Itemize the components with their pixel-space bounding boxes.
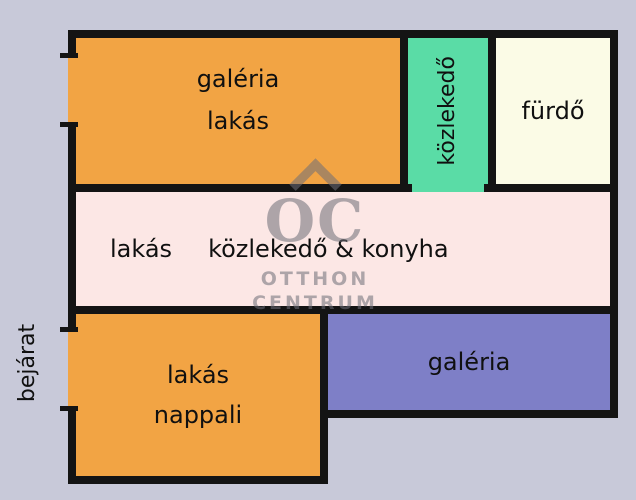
door-opening: [68, 58, 76, 122]
room-label: galéria: [196, 64, 280, 93]
room-label: közlekedő: [435, 56, 461, 166]
room-furdo: fürdő: [488, 30, 618, 192]
room-label-group: lakás nappali: [154, 359, 242, 432]
entrance-door-opening: [68, 332, 76, 406]
room-galeria-lakas: galéria lakás: [68, 30, 408, 192]
room-label: lakás: [166, 360, 230, 389]
entrance-label: bejárat: [15, 323, 40, 403]
wall-tick: [60, 53, 78, 58]
door-opening: [412, 184, 484, 192]
room-label: lakás: [110, 234, 173, 263]
room-label: fürdő: [521, 96, 585, 125]
room-kozlekedo: közlekedő: [400, 30, 496, 192]
room-label-group: lakás közlekedő & konyha: [76, 233, 449, 265]
room-label: galéria: [427, 347, 511, 376]
wall-tick: [60, 122, 78, 127]
room-label: közlekedő & konyha: [208, 234, 449, 263]
room-label: lakás: [206, 107, 270, 135]
wall-tick: [60, 406, 78, 411]
room-kozlekedo-konyha: lakás közlekedő & konyha: [68, 184, 618, 314]
room-galeria: galéria: [320, 306, 618, 418]
wall-tick: [60, 327, 78, 332]
room-label-group: galéria lakás: [197, 63, 280, 160]
room-lakas-nappali: lakás nappali: [68, 306, 328, 484]
room-label: nappali: [153, 401, 243, 429]
